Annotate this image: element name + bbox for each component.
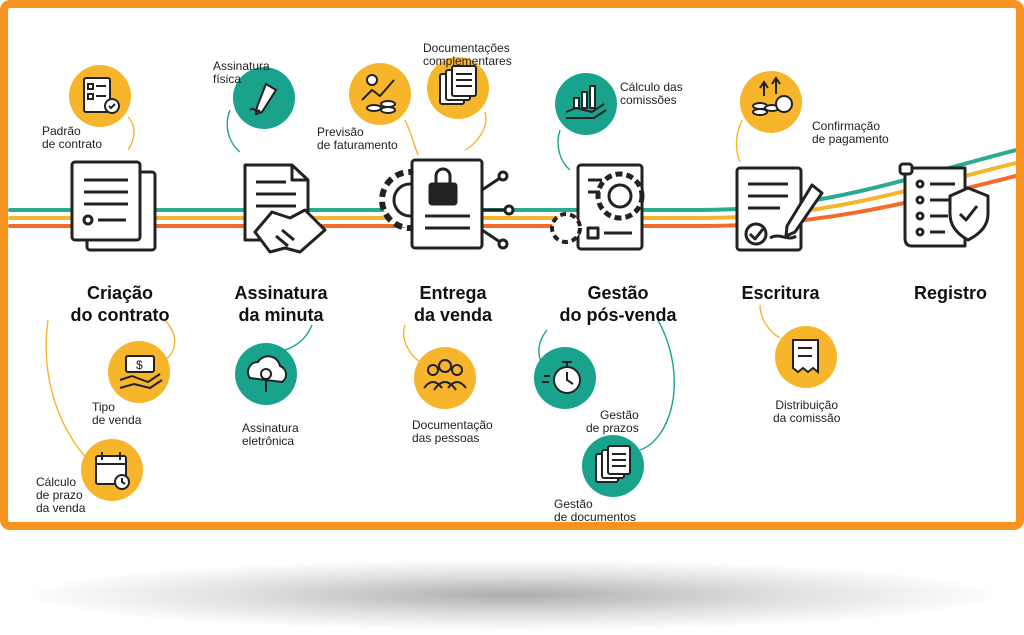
label-confirmacao-pagamento: Confirmação de pagamento	[812, 119, 889, 146]
coins-growth-icon	[740, 71, 802, 133]
pen-icon	[233, 67, 295, 129]
stage-assinatura-title: Assinatura da minuta	[234, 283, 328, 325]
hand-money-icon: $	[108, 341, 170, 403]
label-documentacao-pessoas: Documentação das pessoas	[412, 418, 493, 445]
checklist-shield-icon	[898, 162, 990, 248]
stage-entrega-title: Entrega da venda	[413, 283, 493, 325]
flow-lines	[8, 148, 1016, 228]
documents-icon	[427, 57, 489, 119]
green-flow-line	[8, 148, 1016, 212]
contract-document-icon	[70, 160, 157, 252]
stopwatch-icon	[534, 347, 596, 409]
label-calculo-prazo: Cálculo de prazo da venda	[36, 475, 86, 515]
locked-document-gear-icon	[379, 158, 515, 250]
label-calculo-comissoes: Cálculo das comissões	[620, 80, 683, 107]
documents-stack-icon	[582, 435, 644, 497]
label-tipo-venda: Tipo de venda	[92, 400, 142, 427]
stage-gestao-title: Gestão do pós-venda	[559, 283, 677, 325]
document-gears-icon	[550, 163, 645, 251]
label-assinatura-eletronica: Assinatura eletrônica	[242, 421, 299, 448]
coins-chart-icon	[349, 63, 411, 125]
label-gestao-documentos: Gestão de documentos	[554, 497, 637, 524]
stage-escritura-title: Escritura	[741, 283, 820, 303]
checklist-icon	[69, 65, 131, 127]
handshake-document-icon	[243, 163, 327, 254]
label-documentacoes-complementares: Documentações complementares	[423, 41, 512, 68]
frame-shadow	[30, 560, 994, 630]
stage-registro-title: Registro	[913, 283, 987, 303]
people-icon	[414, 347, 476, 409]
hand-chart-icon	[555, 73, 617, 135]
label-padrao-contrato: Padrão de contrato	[42, 124, 103, 151]
cloud-bulb-icon	[235, 343, 297, 405]
receipt-icon	[775, 326, 837, 388]
stage-criacao-title: Criação do contrato	[70, 283, 170, 325]
label-gestao-prazos: Gestão de prazos	[586, 408, 639, 435]
label-previsao-faturamento: Previsão de faturamento	[317, 125, 398, 152]
svg-text:$: $	[136, 358, 143, 372]
diagram-canvas: $	[8, 57, 1016, 501]
yellow-flow-line	[8, 161, 1016, 220]
label-assinatura-fisica: Assinatura física	[213, 59, 270, 86]
label-distribuicao-comissao: Distribuição da comissão	[773, 398, 841, 425]
calendar-clock-icon	[81, 439, 143, 501]
signed-document-pen-icon	[735, 166, 824, 252]
diagram-frame: $	[0, 0, 1024, 530]
